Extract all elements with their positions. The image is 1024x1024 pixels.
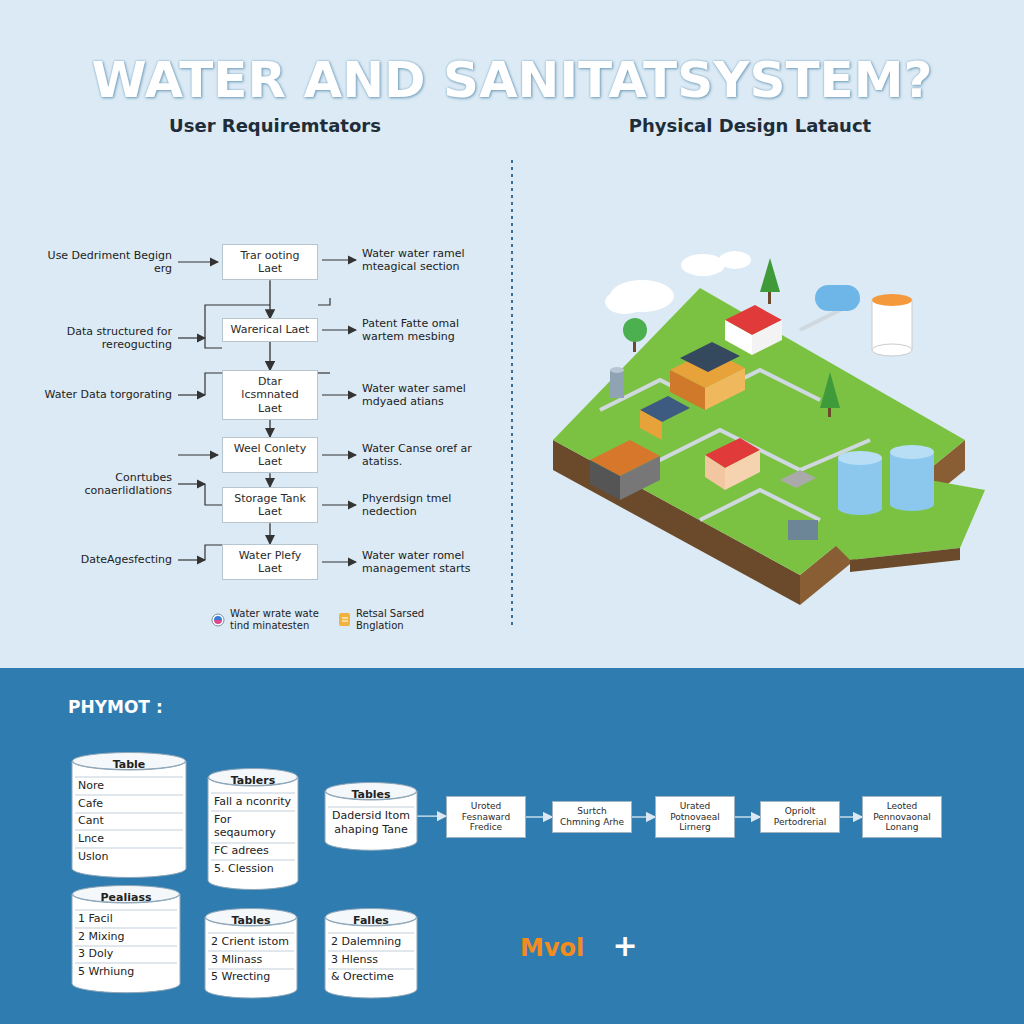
node-text: 2 Crient istom xyxy=(211,933,291,951)
logo-text: + xyxy=(610,928,640,964)
table-cylinder: TablesDadersid Itom ahaping Tane xyxy=(325,782,417,850)
flow-arrow xyxy=(735,816,760,817)
side-note: Water Data torgorating xyxy=(40,388,172,401)
node-text: Nore xyxy=(78,777,180,795)
flow-arrow xyxy=(632,816,655,817)
layer-box: Warerical Laet xyxy=(222,318,318,341)
title: WATER AND SANITATSYSTEM? xyxy=(0,50,1024,110)
node-text: Urated Potnovaeal Lirnerg xyxy=(662,801,728,833)
isometric-illustration xyxy=(553,251,985,605)
node-text: Cant xyxy=(78,812,180,830)
table-cylinder: TableNoreCafeCantLnceUslon xyxy=(72,752,186,878)
layer-box: Weel Conlety Laet xyxy=(222,437,318,473)
node-text: Fall a nconrity xyxy=(214,793,292,811)
table-cylinder: Pealiass1 Facil2 Mixing3 Doly5 Wrhiung xyxy=(72,885,180,993)
node-text: Warerical Laet xyxy=(231,323,310,336)
node-heading: Pealiass xyxy=(78,889,174,910)
side-note: Conrtubes conaerlidlations xyxy=(40,471,172,497)
flow-arrow xyxy=(417,815,446,816)
node-text: Water Plefy Laet xyxy=(229,549,311,575)
flow-arrow xyxy=(269,420,270,437)
side-note: Use Dedriment Begign erg xyxy=(40,249,172,275)
node-text: 2 Mixing xyxy=(78,928,174,946)
layer-box: Storage Tank Laet xyxy=(222,487,318,523)
layer-box: Water Plefy Laet xyxy=(222,544,318,580)
node-text: Weel Conlety Laet xyxy=(229,442,311,468)
node-heading: Tables xyxy=(331,786,411,807)
flow-arrow xyxy=(269,473,270,487)
process-box: Leoted Pennovaonal Lonang xyxy=(862,796,942,838)
flow-arrow xyxy=(840,816,862,817)
node-text: 3 Mlinass xyxy=(211,951,291,969)
layer-box: Trar ooting Laet xyxy=(222,244,318,280)
node-heading: Falles xyxy=(331,912,411,933)
node-heading: Tables xyxy=(211,912,291,933)
process-box: Urated Potnovaeal Lirnerg xyxy=(655,796,735,838)
node-text: Trar ooting Laet xyxy=(229,249,311,275)
node-text: 5 Wrecting xyxy=(211,968,291,986)
node-text: Dtar lcsmnated Laet xyxy=(229,375,311,415)
node-text: Uslon xyxy=(78,848,180,866)
process-box: Uroted Fesnaward Fredice xyxy=(446,796,526,838)
node-text: 2 Dalemning xyxy=(331,933,411,951)
node-text: Leoted Pennovaonal Lonang xyxy=(869,801,935,833)
node-text: Lnce xyxy=(78,830,180,848)
side-note: Water Canse oref ar atatiss. xyxy=(362,442,502,468)
node-text: Opriolt Pertodrerial xyxy=(767,806,833,828)
node-text: Uroted Fesnaward Fredice xyxy=(453,801,519,833)
bottom-band xyxy=(0,668,1024,1024)
side-note: Data structured for rereogucting xyxy=(40,325,172,351)
side-note: Water water samel mdyaed atians xyxy=(362,382,502,408)
column-heading: Physical Design Latauct xyxy=(600,115,900,137)
table-cylinder: TablersFall a nconrityFor seqaumoryFC ad… xyxy=(208,768,298,890)
leader-arrows xyxy=(178,260,356,562)
node-text: 5 Wrhiung xyxy=(78,963,174,981)
flow-arrow xyxy=(269,523,270,544)
divider xyxy=(511,160,513,625)
node-text: & Orectime xyxy=(331,968,411,986)
table-cylinder: Falles2 Dalemning3 Hlenss& Orectime xyxy=(325,908,417,998)
brackets xyxy=(205,298,330,560)
side-note: Water water ramel mteagical section xyxy=(362,247,502,273)
flow-arrow xyxy=(526,816,552,817)
node-heading: Table xyxy=(78,756,180,777)
flow-arrow xyxy=(269,280,270,318)
side-note: Water water romel management starts xyxy=(362,549,502,575)
node-text: Cafe xyxy=(78,795,180,813)
column-heading: User Requiremtators xyxy=(160,115,390,137)
logo-text: Mvol xyxy=(520,934,600,963)
node-text: Dadersid Itom ahaping Tane xyxy=(331,807,411,839)
node-text: 5. Clession xyxy=(214,860,292,878)
process-box: Opriolt Pertodrerial xyxy=(760,801,840,833)
table-cylinder: Tables2 Crient istom3 Mlinass5 Wrecting xyxy=(205,908,297,998)
section-heading: PHYMOT : xyxy=(68,697,268,717)
node-text: For seqaumory xyxy=(214,811,292,843)
flow-arrow xyxy=(269,342,270,371)
side-note: DateAgesfecting xyxy=(40,553,172,566)
legend-text: Retsal Sarsed Bnglation xyxy=(356,608,466,632)
process-box: Surtch Chmning Arhe xyxy=(552,801,632,833)
side-note: Phyerdsign tmel nedection xyxy=(362,492,502,518)
node-text: 3 Doly xyxy=(78,945,174,963)
node-text: 1 Facil xyxy=(78,910,174,928)
node-heading: Tablers xyxy=(214,772,292,793)
node-text: 3 Hlenss xyxy=(331,951,411,969)
layer-box: Dtar lcsmnated Laet xyxy=(222,370,318,420)
node-text: Surtch Chmning Arhe xyxy=(559,806,625,828)
node-text: Storage Tank Laet xyxy=(229,492,311,518)
legend-text: Water wrate wate tind minatesten xyxy=(230,608,335,632)
side-note: Patent Fatte omal wartem mesbing xyxy=(362,317,502,343)
node-text: FC adrees xyxy=(214,842,292,860)
